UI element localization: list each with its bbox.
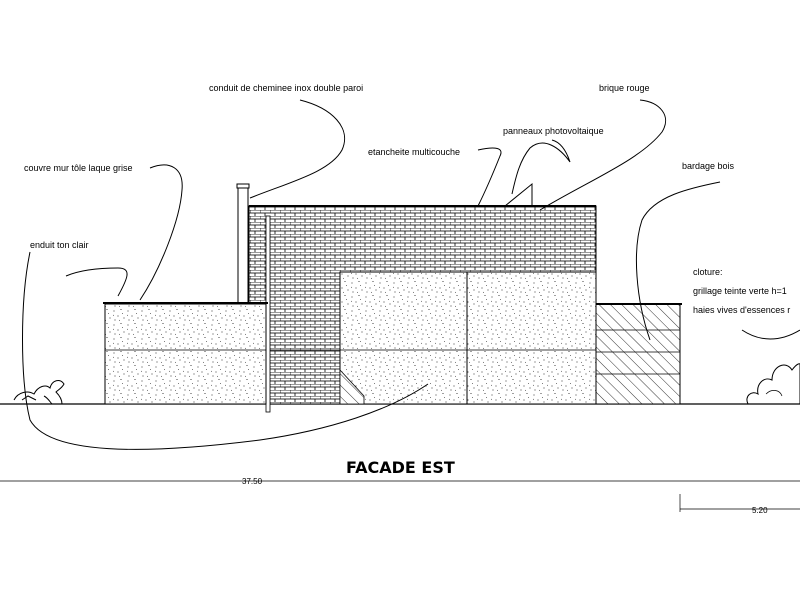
label-waterproofing: etancheite multicouche [368,147,460,157]
leader-render-2 [65,267,128,297]
downpipe [265,215,271,413]
chimney-flue [237,185,249,305]
stair-ramp [339,368,365,405]
wood-cladding [595,303,681,405]
leader-render [22,251,429,450]
drawing-title: FACADE EST [346,458,455,477]
leader-waterproofing [477,147,502,207]
leader-brick [539,99,667,211]
dimension-partial: 5.20 [752,506,768,515]
chimney-cap [236,183,250,189]
label-render: enduit ton clair [30,240,89,250]
leader-chimney [249,99,346,199]
leader-pv [511,139,571,195]
label-fence-line1: grillage teinte verte h=1 [693,286,787,296]
label-fence-title: cloture: [693,267,723,277]
leader-fence [741,329,800,340]
pv-panel [504,182,533,207]
label-cladding: bardage bois [682,161,735,171]
left-render-volume [104,303,267,405]
label-fence-line2: haies vives d'essences r [693,305,790,315]
label-roof-cover: couvre mur tôle laque grise [24,163,133,173]
render-block-a [339,271,468,405]
hedge-shrub [746,363,800,405]
dimension-total: 37.50 [242,477,263,486]
hedge-shrub-detail [765,390,783,397]
label-pv: panneaux photovoltaique [503,126,604,136]
label-chimney: conduit de cheminee inox double paroi [209,83,363,93]
leader-roof-cover [139,164,183,301]
leader-cladding [636,181,721,341]
render-block-b [466,271,597,405]
cat-sketch [13,380,65,405]
label-brick: brique rouge [599,83,650,93]
